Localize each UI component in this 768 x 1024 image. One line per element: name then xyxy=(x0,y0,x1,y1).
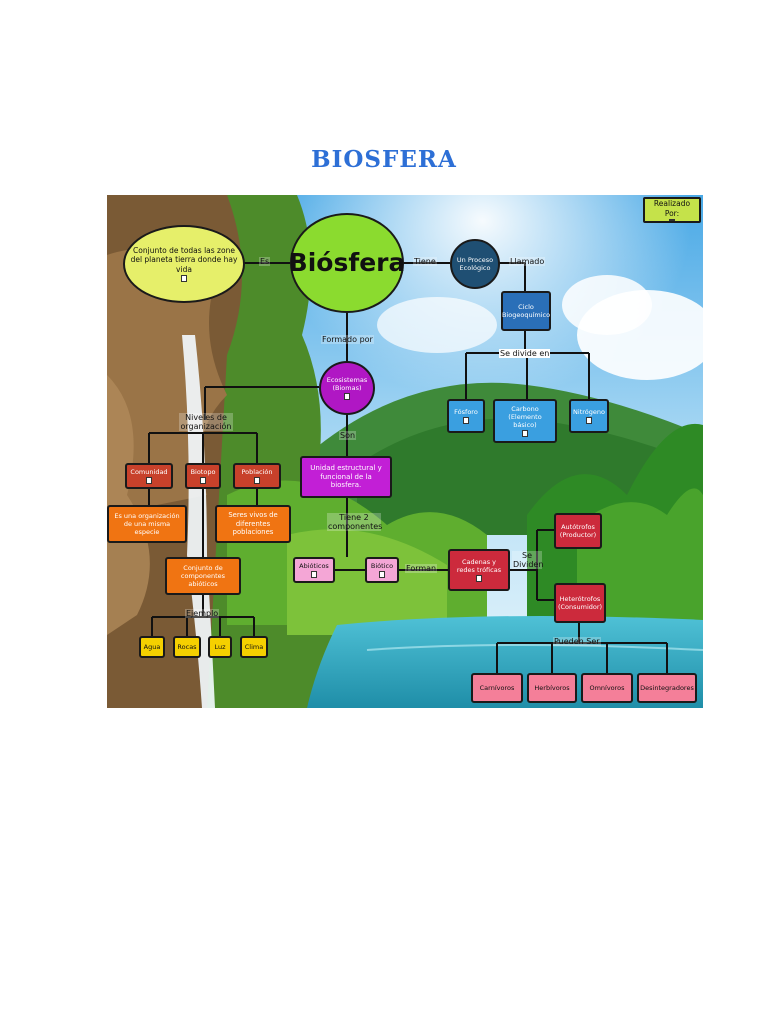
link-label-tiene-2: Tiene 2 componentes xyxy=(327,513,383,531)
node-clima[interactable]: Clima xyxy=(240,636,268,658)
node-ciclo[interactable]: Ciclo Biogeoquímico xyxy=(501,291,551,331)
node-autotrofos[interactable]: Autótrofos (Productor) xyxy=(554,513,602,549)
attachment-icon[interactable] xyxy=(200,477,206,485)
link-label-se-divide-en: Se divide en xyxy=(499,349,551,358)
node-desintegradores[interactable]: Desintegradores xyxy=(637,673,697,703)
node-agua[interactable]: Agua xyxy=(139,636,165,658)
node-organizacion[interactable]: Es una organización de una misma especie xyxy=(107,505,187,543)
node-fosforo[interactable]: Fósforo xyxy=(447,399,485,433)
node-carnivoros[interactable]: Carnívoros xyxy=(471,673,523,703)
link-label-forman: Forman xyxy=(405,564,438,573)
node-biotico[interactable]: Biótico xyxy=(365,557,399,583)
page-title: BIOSFERA xyxy=(311,146,457,173)
node-definicion[interactable]: Conjunto de todas las zone del planeta t… xyxy=(123,225,245,303)
node-omnivoros[interactable]: Omnívoros xyxy=(581,673,633,703)
node-biosfera[interactable]: Biósfera xyxy=(289,213,405,313)
node-seres-vivos[interactable]: Seres vivos de diferentes poblaciones xyxy=(215,505,291,543)
attachment-icon[interactable] xyxy=(463,417,469,425)
link-label-llamado: Llamado xyxy=(509,257,546,266)
node-rocas[interactable]: Rocas xyxy=(173,636,201,658)
attachment-icon[interactable] xyxy=(311,571,317,579)
attachment-icon[interactable] xyxy=(344,393,350,401)
link-label-se-dividen: Se Dividen xyxy=(512,551,544,569)
node-abioticos[interactable]: Abióticos xyxy=(293,557,335,583)
attachment-icon[interactable] xyxy=(146,477,152,485)
node-luz[interactable]: Luz xyxy=(208,636,232,658)
link-label-es: Es xyxy=(259,257,271,266)
node-cadenas[interactable]: Cadenas y redes tróficas xyxy=(448,549,510,591)
node-nitrogeno[interactable]: Nitrógeno xyxy=(569,399,609,433)
node-biotopo[interactable]: Biotopo xyxy=(185,463,221,489)
credit-label: Realizado Por: xyxy=(653,199,691,218)
node-herbivoros[interactable]: Herbívoros xyxy=(527,673,577,703)
node-proceso[interactable]: Un Proceso Ecológico xyxy=(450,239,500,289)
link-label-niveles: Niveles de organización xyxy=(179,413,233,431)
attachment-icon[interactable] xyxy=(669,218,675,221)
attachment-icon[interactable] xyxy=(522,430,528,438)
attachment-icon[interactable] xyxy=(254,477,260,485)
link-label-formado-por: Formado por xyxy=(321,335,374,344)
node-heterotrofos[interactable]: Heterótrofos (Consumidor) xyxy=(554,583,606,623)
link-label-tiene: Tiene xyxy=(413,257,437,266)
attachment-icon[interactable] xyxy=(476,575,482,583)
link-label-ejemplo: Ejemplo xyxy=(185,609,220,618)
link-label-son: Son xyxy=(339,431,357,440)
link-label-pueden-ser: Pueden Ser xyxy=(553,637,601,646)
node-comunidad[interactable]: Comunidad xyxy=(125,463,173,489)
node-ecosistemas[interactable]: Ecosistemas (Biomas) xyxy=(319,361,375,415)
node-carbono[interactable]: Carbono (Elemento básico) xyxy=(493,399,557,443)
concept-map: Realizado Por: Biósfera Conjunto de toda… xyxy=(107,195,703,708)
attachment-icon[interactable] xyxy=(586,417,592,425)
attachment-icon[interactable] xyxy=(181,275,187,283)
node-unidad[interactable]: Unidad estructural y funcional de la bio… xyxy=(300,456,392,498)
credit-box: Realizado Por: xyxy=(643,197,701,223)
node-poblacion[interactable]: Población xyxy=(233,463,281,489)
node-conjunto-abioticos[interactable]: Conjunto de componentes abióticos xyxy=(165,557,241,595)
attachment-icon[interactable] xyxy=(379,571,385,579)
